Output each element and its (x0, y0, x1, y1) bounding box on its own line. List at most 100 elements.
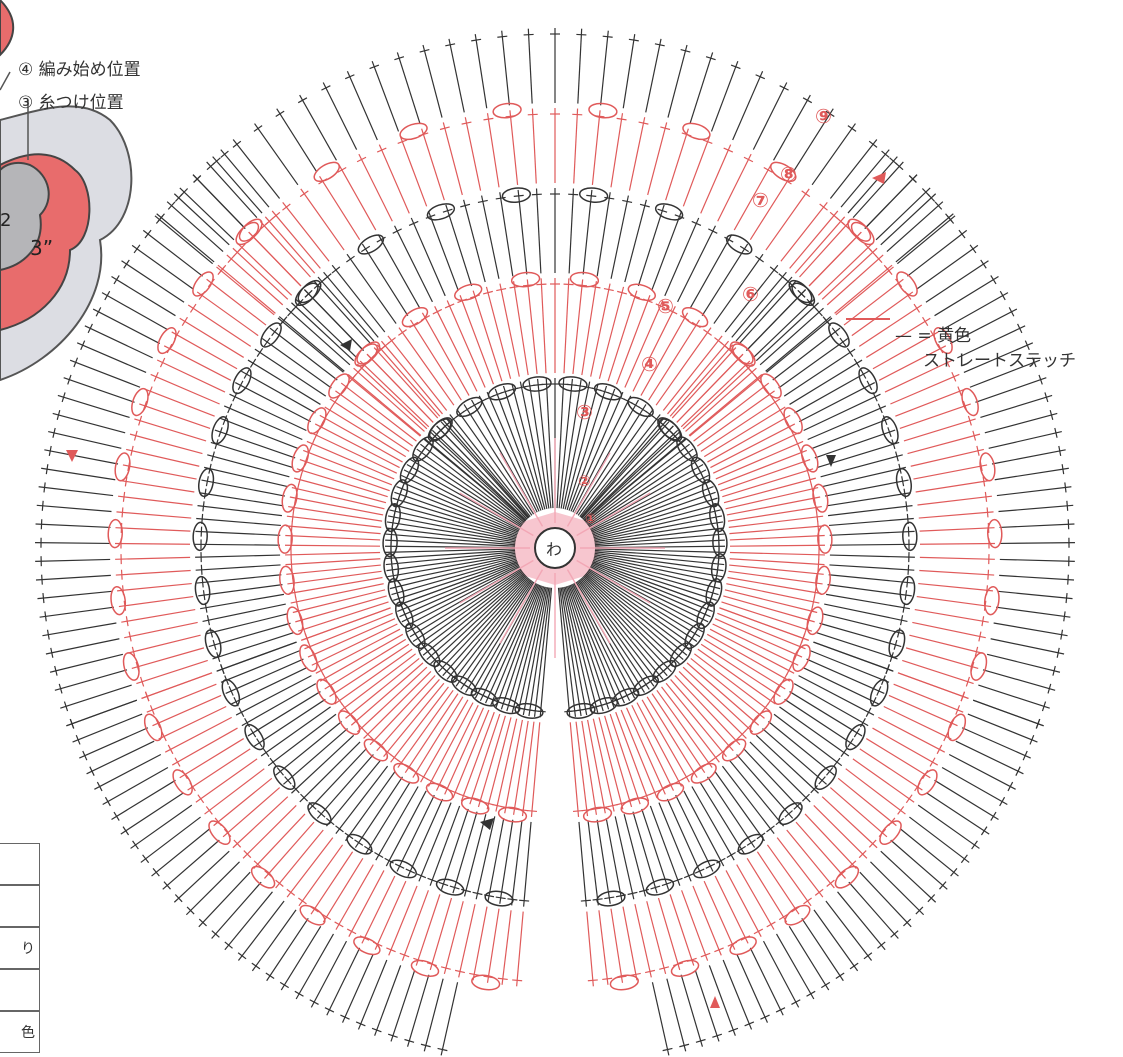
stitch-line (455, 580, 533, 687)
stitch-line (570, 584, 626, 704)
stitch-line (280, 926, 322, 991)
stitch-line (410, 319, 462, 401)
stitch-line (599, 389, 610, 394)
stitch-line (703, 880, 736, 950)
stitch-line (648, 319, 700, 401)
stitch-line (151, 828, 211, 877)
stitch-line (415, 894, 441, 966)
stitch-line (1056, 647, 1060, 658)
stitch-line (104, 796, 111, 807)
stitch-line (290, 559, 293, 570)
stitch-line (588, 453, 698, 527)
stitch-line (1022, 750, 1028, 761)
stitch-line (373, 347, 439, 419)
stitch-line (779, 706, 850, 757)
stitch-line (449, 885, 460, 890)
stitch-line (519, 899, 530, 902)
stitch-line (711, 753, 721, 761)
stitch-line (564, 710, 575, 713)
stitch-line (944, 357, 951, 368)
stitch-line (56, 409, 61, 420)
stitch-line (345, 771, 396, 842)
stitch-line (256, 347, 264, 357)
stitch-line (731, 271, 787, 338)
stitch-line (48, 430, 122, 449)
chain-loop (979, 452, 996, 482)
stitch-line (974, 646, 979, 657)
stitch-line (807, 405, 887, 441)
stitch-line (587, 979, 598, 982)
chain-loop (712, 527, 728, 558)
legend-straight-stitch: ストレートステッチ (923, 351, 1076, 371)
stitch-line (440, 808, 469, 890)
stitch-line (511, 383, 546, 510)
stitch-line (358, 153, 393, 222)
stitch-line (394, 491, 518, 536)
stitch-line (203, 488, 207, 499)
stitch-line (536, 283, 547, 286)
stitch-line (340, 1014, 350, 1020)
stitch-line (516, 385, 527, 390)
stitch-line (617, 290, 628, 295)
stitch-line (895, 162, 904, 171)
stitch-line (104, 290, 111, 301)
stitch-line (166, 201, 224, 253)
stitch-line (587, 570, 695, 647)
chain-loop (609, 974, 639, 991)
stitch-line (195, 564, 281, 571)
chain-loop (244, 723, 265, 751)
stitch-line (1031, 357, 1037, 368)
stitch-line (670, 679, 734, 752)
chain-loop (235, 221, 260, 246)
stitch-line (521, 721, 535, 817)
stitch-line (818, 776, 826, 785)
stitch-line (452, 709, 490, 799)
stitch-line (479, 583, 538, 702)
stitch-line (156, 213, 215, 263)
stitch-line (1017, 323, 1023, 334)
stitch-line (334, 921, 344, 928)
stitch-line (526, 809, 538, 813)
stitch-line (134, 418, 207, 442)
stitch-line (604, 896, 615, 900)
stitch-line (730, 64, 741, 70)
stitch-line (821, 247, 878, 300)
stitch-line (128, 631, 132, 642)
stitch-line (115, 527, 191, 532)
stitch-line (808, 231, 862, 287)
stitch-line (275, 879, 284, 887)
stitch-line (695, 1038, 706, 1043)
stitch-line (860, 369, 867, 379)
stitch-line (972, 430, 977, 441)
stitch-line (247, 691, 321, 737)
stitch-line (767, 721, 835, 776)
stitch-line (721, 765, 775, 834)
stitch-line (404, 1038, 415, 1043)
stitch-line (660, 126, 671, 131)
stitch-line (592, 559, 717, 601)
stitch-line (459, 295, 495, 385)
stitch-line (700, 144, 732, 214)
stitch-line (592, 718, 615, 812)
chain-loop (399, 122, 428, 141)
chain-loop (454, 283, 483, 302)
stitch-line (1060, 629, 1064, 640)
chain-loop (725, 234, 753, 255)
stitch-line (237, 242, 293, 296)
stitch-line (202, 590, 206, 601)
stitch-line (919, 527, 995, 532)
stitch-line (156, 359, 226, 393)
stitch-line (645, 969, 656, 974)
stitch-line (980, 826, 988, 836)
stitch-line (232, 139, 281, 199)
stitch-line (187, 748, 251, 791)
chain-loop (427, 418, 452, 442)
stitch-line (671, 347, 737, 419)
stitch-line (681, 890, 709, 961)
stitch-line (310, 940, 348, 1008)
stitch-line (984, 412, 1058, 434)
stitch-line (816, 632, 898, 660)
stitch-line (129, 433, 203, 455)
round-7-label: ⑦ (752, 188, 769, 212)
stitch-line (179, 738, 245, 779)
